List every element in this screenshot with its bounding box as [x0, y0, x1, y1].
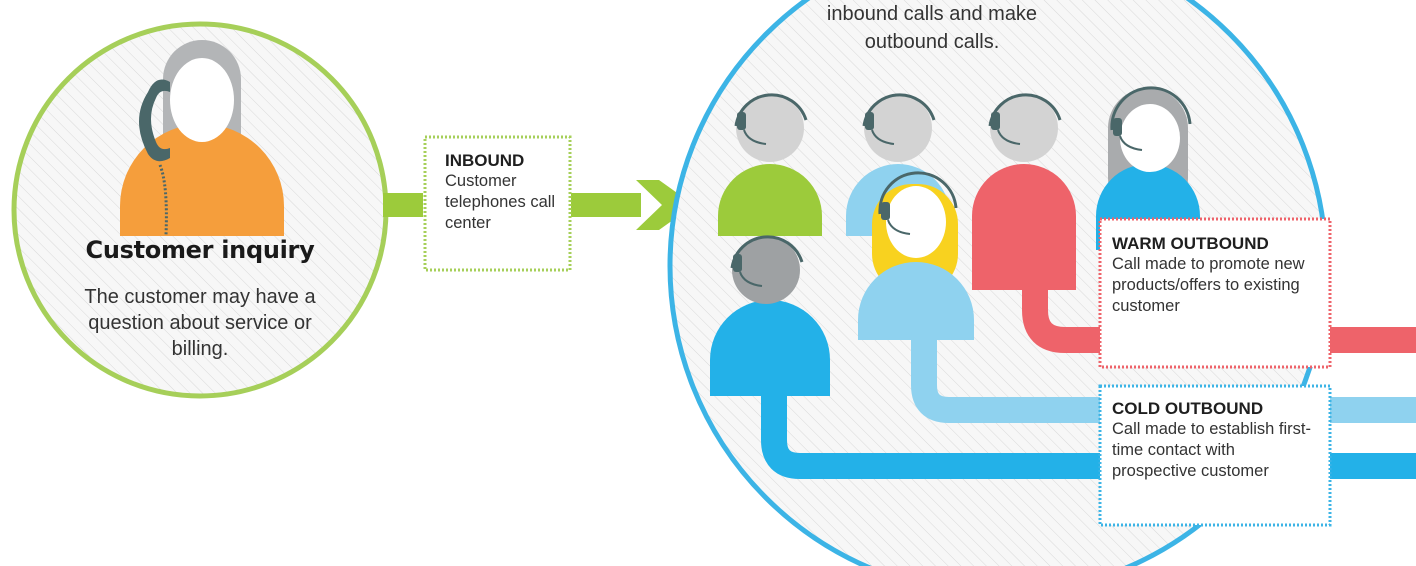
agent-green: [718, 93, 822, 236]
agent-yellow: [858, 171, 974, 340]
warm-outbound-label: WARM OUTBOUND Call made to promote new p…: [1112, 233, 1322, 317]
inbound-box: [423, 135, 572, 272]
inbound-label: INBOUND Customer telephones call center: [445, 150, 565, 234]
inbound-title: INBOUND: [445, 151, 525, 170]
agent-blue-front: [710, 235, 830, 396]
customer-icon: [120, 40, 284, 236]
cold-outbound-label: COLD OUTBOUND Call made to establish fir…: [1112, 398, 1322, 482]
warm-outbound-title: WARM OUTBOUND: [1112, 234, 1269, 253]
warm-outbound-box: [1098, 217, 1332, 369]
customer-description: The customer may have a question about s…: [84, 286, 316, 360]
cold-outbound-description: Call made to establish first-time contac…: [1112, 420, 1311, 480]
cold-outbound-box: [1098, 384, 1332, 527]
customer-connector-bar: [383, 193, 423, 217]
agents-group: [710, 86, 1416, 479]
cold-outbound-line: [761, 390, 1416, 479]
light-blue-line: [911, 335, 1416, 423]
warm-outbound-description: Call made to promote new products/offers…: [1112, 255, 1305, 315]
inbound-description: Customer telephones call center: [445, 172, 556, 232]
agent-red: [972, 93, 1076, 290]
inbound-arrow-head: [636, 180, 694, 230]
call-center-caption: inbound calls and make outbound calls.: [826, 3, 1038, 53]
inbound-arrow-shaft: [571, 193, 641, 217]
customer-title: Customer inquiry: [85, 236, 315, 264]
warm-outbound-line: [1022, 290, 1416, 353]
cold-outbound-title: COLD OUTBOUND: [1112, 399, 1264, 418]
